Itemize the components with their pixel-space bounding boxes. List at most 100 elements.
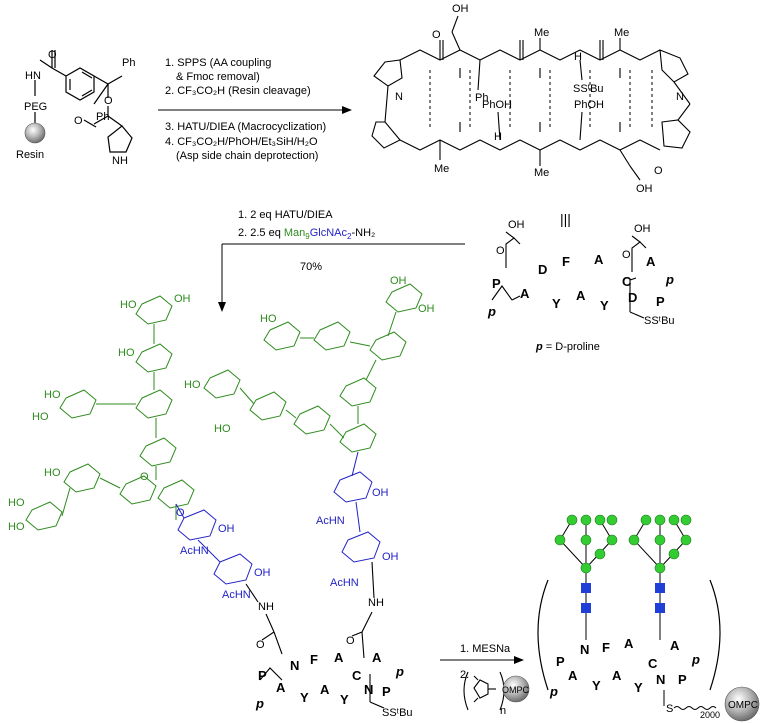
prod-f: F (310, 652, 318, 667)
resin-ph1-label: Ph (122, 57, 135, 69)
step1-arrow (158, 106, 352, 114)
glycan-oh-6: OH (372, 487, 389, 499)
glycan-oh-3: OH (418, 303, 435, 315)
final-thioether-linker (663, 690, 717, 710)
macro-phoh-left: PhOH (482, 99, 512, 111)
macrocycle-structure (371, 15, 691, 181)
resin-hn-label: HN (25, 70, 41, 82)
step3-line-1: 1. MESNa (460, 643, 511, 655)
step3-conditions: 1. MESNa 2. (460, 643, 511, 681)
glcnac-square-icon (655, 603, 665, 613)
glycan-oh-7: OH (382, 551, 399, 563)
glycan-ho-10: HO (214, 423, 231, 435)
man-circle-icon (654, 534, 666, 546)
man-circle-icon (654, 562, 666, 574)
prod-c: C (352, 668, 362, 683)
prod-n-2: N (364, 682, 373, 697)
schem-o-2: O (622, 249, 631, 261)
step2-line-2: 2. 2.5 eq Man9GlcNAc2-NH₂ (238, 227, 375, 241)
step2-line-1: 1. 2 eq HATU/DIEA (238, 209, 333, 221)
step2-conditions: 1. 2 eq HATU/DIEA 2. 2.5 eq Man9GlcNAc2-… (238, 209, 375, 273)
left-glcnac (175, 503, 253, 585)
prod-P-2: P (258, 668, 267, 683)
final-glcnac-squares (581, 583, 665, 613)
final-y-1: Y (634, 680, 643, 695)
man-circle-icon (680, 514, 692, 526)
hbond-lines (429, 70, 653, 128)
final-ompc-label: OMPC (728, 700, 758, 711)
schem-y-2: Y (552, 296, 561, 311)
prod-p-2: p (255, 696, 264, 711)
glycan-oh-2: OH (390, 275, 407, 287)
resin-ph2-label: Ph (96, 111, 109, 123)
final-n-1: N (580, 642, 589, 657)
schem-P-1: P (656, 294, 665, 309)
product-peptide (259, 667, 385, 709)
glycan-ho-4: HO (32, 411, 49, 423)
macro-me-1: Me (434, 163, 449, 175)
man-circle-icon (668, 514, 680, 526)
macro-n-left: N (395, 91, 403, 103)
step3-line-2: 2. (460, 669, 469, 681)
glycan-labels: HO OH HO HO HO HO HO HO HO HO OH OH HO O… (8, 275, 435, 651)
man-circle-icon (580, 534, 592, 546)
schem-d-1: D (538, 262, 547, 277)
peptide-schematic (491, 231, 647, 319)
glcnac-square-icon (581, 603, 591, 613)
step3-arrow (440, 656, 524, 664)
glcnac-square-icon (581, 583, 591, 593)
resin-carbonyl-o: O (48, 49, 57, 61)
glycan-ho-7: HO (8, 521, 25, 533)
glycan-ho-3: HO (44, 389, 61, 401)
ompc-bead-final-icon (724, 686, 760, 722)
final-P-1: P (678, 672, 687, 687)
macro-h-2: H (494, 131, 502, 143)
resin-ester-carbonyl-o: O (74, 115, 83, 127)
schem-d-2: D (628, 290, 637, 305)
step1-line-4: 3. HATU/DIEA (Macrocyclization) (165, 121, 326, 133)
macro-me-2: Me (534, 167, 549, 179)
schem-a-2: A (646, 254, 656, 269)
man-circle-icon (680, 534, 692, 546)
schem-a-4: A (520, 286, 530, 301)
macro-h-1: H (574, 51, 582, 63)
macro-o-top: O (432, 29, 441, 41)
glycan-o-amide-1: O (256, 639, 265, 651)
schem-oh-1: OH (508, 219, 525, 231)
man-circle-icon (628, 534, 640, 546)
macro-ph-label: Ph (475, 92, 488, 104)
schem-p-2: p (487, 304, 496, 319)
glycan-nh-2: NH (368, 597, 384, 609)
man-circle-icon (566, 514, 578, 526)
right-glycan-tree (203, 283, 423, 453)
schem-o-1: O (496, 245, 505, 257)
ompc-bead-reagent-icon (502, 675, 530, 703)
macro-me-3: Me (534, 27, 549, 39)
final-p-1: p (691, 652, 700, 667)
schem-f: F (562, 254, 570, 269)
schem-p-1: p (665, 272, 674, 287)
schem-y-1: Y (600, 298, 609, 313)
maleimide-reagent (463, 671, 505, 711)
prod-a-4: A (276, 680, 286, 695)
reagent-ompc-label: OMPC (502, 685, 530, 695)
final-count-label: 2000 (700, 710, 720, 720)
step1-line-5: 4. CF₃CO₂H/PhOH/Et₃SiH/H₂O (165, 136, 318, 148)
glcnac-square-icon (655, 583, 665, 593)
left-glycan-tree (25, 295, 195, 531)
reagent-n-label: n (500, 705, 506, 717)
man-circle-icon (654, 514, 666, 526)
glycan-oh-1: OH (174, 293, 191, 305)
final-left-mannose (554, 514, 618, 574)
prod-p-1: p (395, 664, 404, 679)
step1-line-2: & Fmoc removal) (176, 71, 260, 83)
man-circle-icon (606, 514, 618, 526)
schem-P-2: P (492, 276, 501, 291)
glycan-achn-4: AcHN (330, 577, 359, 589)
step1-line-1: 1. SPPS (AA coupling (165, 57, 271, 69)
resin-compound (34, 50, 133, 153)
final-a-1: A (624, 636, 634, 651)
schem-a-1: A (594, 252, 604, 267)
glycan-oh-4: OH (218, 523, 235, 535)
